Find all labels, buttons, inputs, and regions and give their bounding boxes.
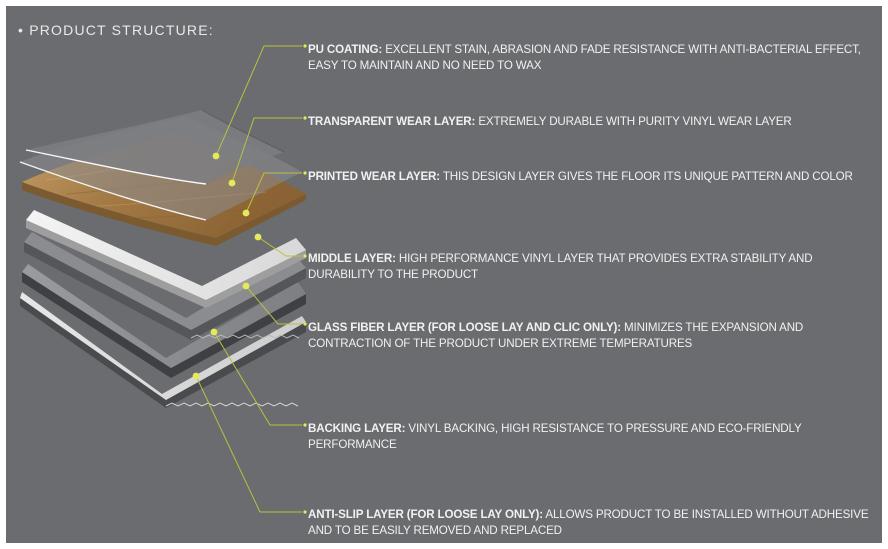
leader-line-anti-slip-layer bbox=[195, 375, 302, 513]
layer-label-anti-slip-layer: ANTI-SLIP LAYER (FOR LOOSE LAY ONLY): AL… bbox=[308, 507, 880, 538]
leader-line-backing-layer bbox=[213, 331, 302, 426]
layer-name: PRINTED WEAR LAYER: bbox=[308, 170, 440, 183]
layer-stack-illustration bbox=[19, 44, 307, 514]
pu-coating-sheet bbox=[25, 109, 285, 185]
layer-name: PU COATING: bbox=[308, 43, 383, 56]
marker-pu-coating bbox=[212, 152, 220, 160]
layer-description: ALLOWS PRODUCT TO BE INSTALLED WITHOUT A… bbox=[308, 508, 869, 537]
layer-name: TRANSPARENT WEAR LAYER: bbox=[308, 115, 476, 128]
leader-line-glass-fiber-layer bbox=[245, 285, 302, 325]
layer-description: EXTREMELY DURABLE WITH PURITY VINYL WEAR… bbox=[475, 115, 792, 128]
layer-label-pu-coating: PU COATING: EXCELLENT STAIN, ABRASION AN… bbox=[308, 42, 880, 73]
layer-name: GLASS FIBER LAYER (FOR LOOSE LAY AND CLI… bbox=[308, 321, 621, 334]
glass-fiber-layer-sheet bbox=[24, 232, 306, 340]
middle-layer-sheet bbox=[26, 210, 306, 308]
layer-description: EXCELLENT STAIN, ABRASION AND FADE RESIS… bbox=[308, 43, 861, 72]
layer-label-middle-layer: MIDDLE LAYER: HIGH PERFORMANCE VINYL LAY… bbox=[308, 251, 880, 282]
leader-lines bbox=[195, 45, 302, 513]
anti-slip-layer-sheet bbox=[20, 292, 306, 408]
layer-description: MINIMIZES THE EXPANSION AND CONTRACTION … bbox=[308, 321, 804, 350]
layer-label-backing-layer: BACKING LAYER: VINYL BACKING, HIGH RESIS… bbox=[308, 421, 880, 452]
product-structure-panel: • PRODUCT STRUCTURE: bbox=[6, 6, 882, 543]
layer-description: VINYL BACKING, HIGH RESISTANCE TO PRESSU… bbox=[308, 422, 802, 451]
layer-name: MIDDLE LAYER: bbox=[308, 252, 396, 265]
label-bullets bbox=[303, 44, 307, 514]
leader-line-middle-layer bbox=[257, 236, 302, 257]
layer-description: THIS DESIGN LAYER GIVES THE FLOOR ITS UN… bbox=[440, 170, 853, 183]
marker-glass-fiber-layer bbox=[242, 282, 250, 290]
layer-markers bbox=[192, 152, 262, 380]
layer-label-transparent-wear-layer: TRANSPARENT WEAR LAYER: EXTREMELY DURABL… bbox=[308, 114, 880, 130]
layer-label-glass-fiber-layer: GLASS FIBER LAYER (FOR LOOSE LAY AND CLI… bbox=[308, 320, 880, 351]
leader-line-transparent-wear-layer bbox=[231, 117, 302, 184]
layer-name: ANTI-SLIP LAYER (FOR LOOSE LAY ONLY): bbox=[308, 508, 543, 521]
section-title: • PRODUCT STRUCTURE: bbox=[18, 22, 214, 38]
layer-label-printed-wear-layer: PRINTED WEAR LAYER: THIS DESIGN LAYER GI… bbox=[308, 169, 880, 185]
marker-printed-wear-layer bbox=[242, 209, 250, 217]
marker-transparent-wear-layer bbox=[228, 179, 236, 187]
leader-line-printed-wear-layer bbox=[245, 172, 302, 214]
layer-name: BACKING LAYER: bbox=[308, 422, 406, 435]
marker-backing-layer bbox=[210, 328, 218, 336]
backing-layer-sheet bbox=[22, 264, 306, 378]
marker-middle-layer bbox=[254, 233, 262, 241]
marker-anti-slip-layer bbox=[192, 372, 200, 380]
layer-description: HIGH PERFORMANCE VINYL LAYER THAT PROVID… bbox=[308, 252, 813, 281]
leader-line-pu-coating bbox=[215, 45, 302, 157]
